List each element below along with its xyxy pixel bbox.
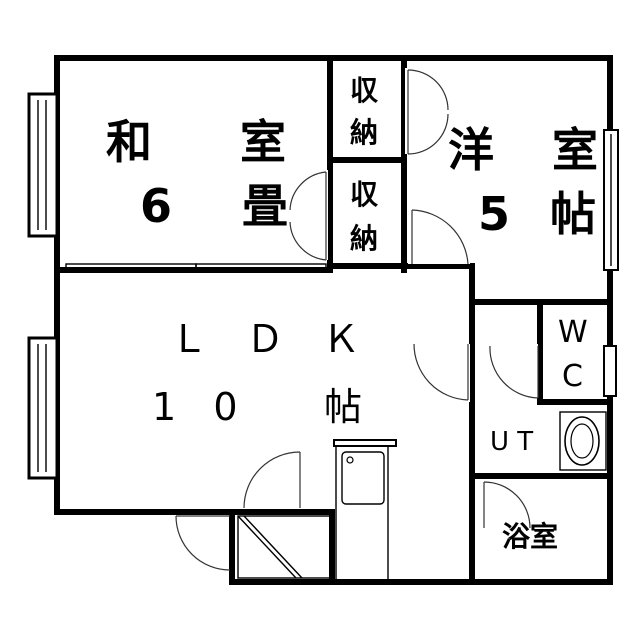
- bath-label: 浴室: [502, 520, 558, 553]
- washitsu-name-label: 和 室: [106, 115, 286, 169]
- outer-walls: [54, 55, 613, 585]
- interior-walls: [54, 55, 613, 585]
- storage-2-top-label: 収: [350, 178, 379, 211]
- window-left-upper: [27, 92, 59, 238]
- genkan-step: [237, 515, 331, 579]
- ldk-size-label: 10 帖: [152, 385, 362, 429]
- door-ldk-hall: [410, 343, 470, 402]
- door-storage-top: [405, 68, 449, 155]
- kitchen-counter: [333, 439, 397, 581]
- window-right: [603, 129, 619, 271]
- ut-label: U T: [490, 427, 533, 457]
- storage-1-bottom-label: 納: [350, 116, 378, 149]
- sliding-doors: [65, 263, 327, 270]
- door-youshitsu: [408, 206, 470, 265]
- window-left-lower: [27, 336, 59, 480]
- door-entrance: [240, 450, 302, 509]
- youshitsu-size-label: 5 帖: [478, 187, 596, 241]
- washbasin: [559, 411, 607, 471]
- wc-label-c: C: [562, 359, 583, 394]
- door-genkan: [175, 515, 231, 571]
- storage-2-bottom-label: 納: [350, 222, 378, 255]
- washitsu-size-label: 6 畳: [140, 179, 288, 233]
- window-wc: [603, 345, 617, 397]
- door-bath: [478, 481, 531, 529]
- wc-label-w: W: [558, 315, 588, 350]
- storage-1-top-label: 収: [350, 74, 379, 107]
- ldk-name-label: ＬＤＫ: [170, 317, 360, 361]
- door-wc: [480, 344, 539, 399]
- door-storage-lower: [289, 170, 328, 261]
- youshitsu-name-label: 洋 室: [448, 123, 598, 177]
